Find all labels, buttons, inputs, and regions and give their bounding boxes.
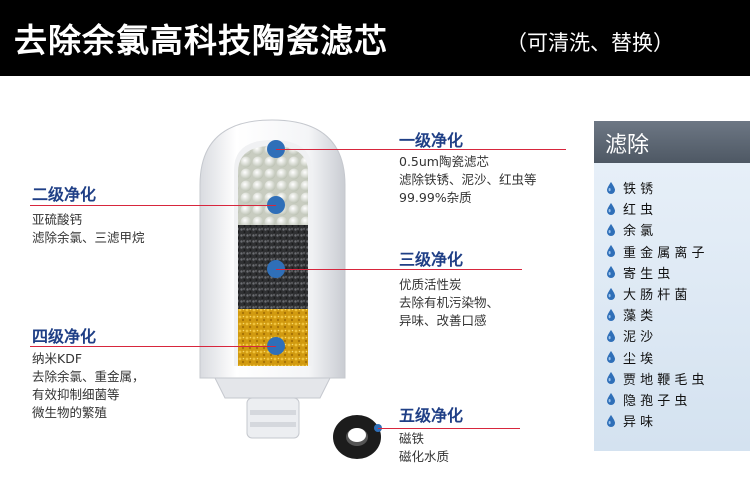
removal-list-item: 贾 地 鞭 毛 虫 <box>606 368 705 389</box>
leader-line-stage3 <box>276 269 522 270</box>
removal-list-item: 大 肠 杆 菌 <box>606 283 705 304</box>
water-drop-icon <box>607 372 615 385</box>
removal-list-item-label: 大 肠 杆 菌 <box>623 288 688 304</box>
stage3-title: 三级净化 <box>399 250 464 269</box>
removal-list-item: 泥 沙 <box>606 325 705 346</box>
removal-panel-header: 滤除 <box>594 121 750 163</box>
removal-list-item-label: 贾 地 鞭 毛 虫 <box>623 372 705 388</box>
water-drop-icon <box>607 351 615 364</box>
leader-line-stage5 <box>378 428 520 429</box>
removal-list-item: 铁 锈 <box>606 177 705 198</box>
removal-list-item: 藻 类 <box>606 304 705 325</box>
removal-list-item: 红 虫 <box>606 198 705 219</box>
water-drop-icon <box>607 393 615 406</box>
stage3-description: 优质活性炭 去除有机污染物、 异味、改善口感 <box>399 277 500 328</box>
stage1-description: 0.5um陶瓷滤芯 滤除铁锈、泥沙、红虫等 99.99%杂质 <box>399 154 537 205</box>
removal-list-item-label: 尘 埃 <box>623 351 654 367</box>
removal-list: 铁 锈红 虫余 氯重 金 属 离 子寄 生 虫大 肠 杆 菌藻 类泥 沙尘 埃贾… <box>606 177 705 431</box>
water-drop-icon <box>607 329 615 342</box>
page-title: 去除余氯高科技陶瓷滤芯 <box>14 21 388 60</box>
marker-dot-stage4 <box>267 337 285 355</box>
removal-list-item-label: 余 氯 <box>623 224 654 240</box>
removal-list-item: 寄 生 虫 <box>606 262 705 283</box>
removal-list-item-label: 异 味 <box>623 415 654 431</box>
header-bar: 去除余氯高科技陶瓷滤芯 （可清洗、替换） <box>0 0 750 76</box>
leader-line-stage1 <box>276 149 566 150</box>
water-drop-icon <box>607 223 615 236</box>
water-drop-icon <box>607 245 615 258</box>
leader-line-stage4 <box>30 346 276 347</box>
removal-list-item-label: 藻 类 <box>623 309 654 325</box>
removal-list-item: 重 金 属 离 子 <box>606 241 705 262</box>
water-drop-icon <box>607 202 615 215</box>
stage4-description: 纳米KDF 去除余氯、重金属， 有效抑制细菌等 微生物的繁殖 <box>32 351 145 420</box>
removal-list-item: 隐 孢 子 虫 <box>606 389 705 410</box>
removal-list-item: 尘 埃 <box>606 347 705 368</box>
stage1-title: 一级净化 <box>399 131 464 150</box>
removal-list-item-label: 隐 孢 子 虫 <box>623 393 688 409</box>
stage2-description: 亚硫酸钙 滤除余氯、三滤甲烷 <box>32 212 145 245</box>
removal-panel: 滤除 铁 锈红 虫余 氯重 金 属 离 子寄 生 虫大 肠 杆 菌藻 类泥 沙尘… <box>594 121 750 451</box>
removal-list-item-label: 寄 生 虫 <box>623 266 671 282</box>
marker-dot-stage2 <box>267 196 285 214</box>
leader-line-stage2 <box>30 205 276 206</box>
water-drop-icon <box>607 266 615 279</box>
water-drop-icon <box>607 181 615 194</box>
water-drop-icon <box>607 414 615 427</box>
stage5-description: 磁铁 磁化水质 <box>399 431 450 464</box>
stage4-title: 四级净化 <box>32 327 97 346</box>
removal-panel-title: 滤除 <box>605 133 650 158</box>
page-subtitle: （可清洗、替换） <box>506 31 674 55</box>
removal-list-item-label: 重 金 属 离 子 <box>623 245 705 261</box>
removal-list-item-label: 红 虫 <box>623 203 654 219</box>
water-drop-icon <box>607 308 615 321</box>
removal-list-item-label: 泥 沙 <box>623 330 654 346</box>
stage2-title: 二级净化 <box>32 185 97 204</box>
water-drop-icon <box>607 287 615 300</box>
stage5-title: 五级净化 <box>399 406 464 425</box>
removal-list-item: 余 氯 <box>606 219 705 240</box>
removal-list-item-label: 铁 锈 <box>623 182 654 198</box>
removal-list-item: 异 味 <box>606 410 705 431</box>
